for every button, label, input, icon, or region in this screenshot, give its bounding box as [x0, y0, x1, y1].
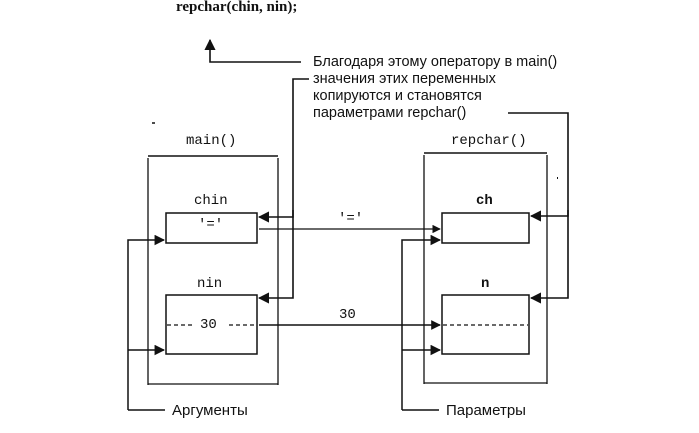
annotation-line-4: параметрами repchar() [313, 105, 467, 121]
nin-value: 30 [200, 317, 217, 333]
nin-label: nin [197, 276, 223, 292]
main-title: main() [186, 133, 237, 149]
bracket-to-chin [257, 78, 309, 223]
bracket-to-ch [508, 112, 569, 222]
parameters-label: Параметры [446, 402, 526, 419]
annotation-line-3: копируются и становятся [313, 88, 482, 104]
ch-label: ch [476, 193, 493, 209]
arrow-to-call [204, 38, 301, 63]
parameters-bracket [401, 234, 442, 410]
code-line: repchar(chin, nin); [176, 0, 298, 15]
repchar-title: repchar() [451, 133, 527, 149]
arguments-bracket [127, 234, 166, 410]
char-transfer-label: '=' [338, 211, 364, 227]
chin-label: chin [194, 193, 228, 209]
arguments-label: Аргументы [172, 402, 248, 419]
chin-box [165, 212, 258, 244]
bracket-to-n [529, 210, 569, 304]
ch-box [441, 212, 530, 244]
n-box [441, 294, 530, 355]
repchar-frame [423, 152, 548, 384]
annotation-line-1: Благодаря этому оператору в main() [313, 54, 558, 70]
annotation-line-2: значения этих переменных [313, 71, 496, 87]
n-label: n [481, 276, 490, 292]
nin-box [165, 294, 258, 355]
num-transfer-label: 30 [339, 307, 356, 323]
chin-value: '=' [198, 217, 224, 233]
bracket-to-nin [257, 210, 294, 304]
main-frame [147, 155, 279, 385]
